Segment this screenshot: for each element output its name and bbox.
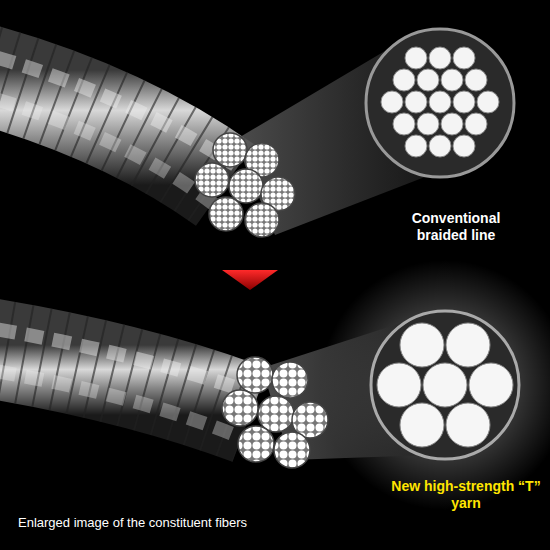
product-label: Conventional braided line <box>391 210 521 244</box>
product-label: New high-strength “T” yarn <box>391 478 541 512</box>
caption: Enlarged image of the constituent fibers <box>18 514 247 531</box>
